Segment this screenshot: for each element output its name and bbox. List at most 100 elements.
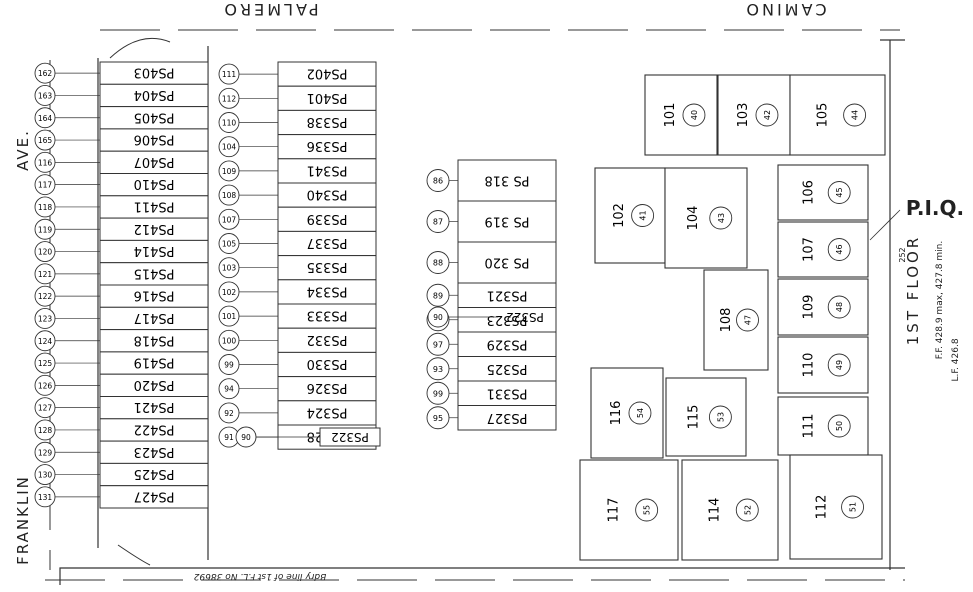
parking-stall: PS422 128 <box>34 418 209 442</box>
unit-tag: 51 <box>849 502 858 512</box>
stall-label: PS422 <box>134 421 175 436</box>
unit-number: 102 <box>612 203 627 228</box>
unit: 111 50 <box>777 396 869 456</box>
unit: 107 46 <box>777 221 869 278</box>
stall-label: PS326 <box>307 380 348 395</box>
stall-label: PS410 <box>134 176 175 191</box>
unit-number: 105 <box>815 103 830 128</box>
parking-stall: PS410 117 <box>34 173 209 197</box>
stall-number: 111 <box>222 70 237 79</box>
stall-label: PS421 <box>134 399 175 414</box>
stall-number: 117 <box>38 181 53 190</box>
unit-tag: 48 <box>835 302 844 312</box>
stall-number: 95 <box>433 414 443 423</box>
street-labels: PALMERO CAMINO AVE. FRANKLIN <box>14 0 827 565</box>
unit-tag: 52 <box>743 505 752 515</box>
unit-number: 101 <box>663 103 678 128</box>
stall-number: 107 <box>222 215 237 224</box>
parking-stall: PS341 109 <box>218 158 377 184</box>
stall-number: 101 <box>222 312 237 321</box>
unit-number: 108 <box>719 308 734 333</box>
street-palmero: PALMERO <box>221 0 318 19</box>
stall-number: 87 <box>433 218 443 227</box>
stall-label: PS416 <box>134 288 175 303</box>
stall-number: 91 <box>224 433 234 442</box>
stall-label: PS 318 <box>484 173 529 188</box>
stall-label: PS425 <box>134 466 175 481</box>
stall-label: PS341 <box>307 162 348 177</box>
parking-stall: PS417 123 <box>34 306 209 331</box>
stall-number: 125 <box>38 359 53 368</box>
stall-label: PS419 <box>134 355 175 370</box>
stall-label: PS404 <box>134 87 175 102</box>
street-ave: AVE. <box>14 129 32 171</box>
stall-number: 128 <box>38 426 53 435</box>
stall-number: 118 <box>38 203 53 212</box>
unit-tag: 50 <box>835 421 844 431</box>
stall-label: PS423 <box>134 444 175 459</box>
stall-number: 109 <box>222 167 237 176</box>
unit-tag: 45 <box>835 187 844 197</box>
unit-tag: 41 <box>639 210 648 220</box>
stall-number: 123 <box>38 314 53 323</box>
floor-note-1: F.F. 428.9 max, 427.8 min. <box>935 241 945 359</box>
unit-number: 116 <box>609 401 624 426</box>
stall-label: PS332 <box>307 332 348 347</box>
stall-number: 131 <box>38 493 53 502</box>
stall-label: PS325 <box>487 361 528 376</box>
unit-number: 107 <box>802 237 817 262</box>
stall-number: 99 <box>224 361 234 370</box>
stall-label: PS414 <box>134 243 175 258</box>
ref-number: 252 <box>898 247 907 262</box>
stall-number: 100 <box>222 336 237 345</box>
stall-label: PS334 <box>307 283 348 298</box>
stall-label: PS417 <box>134 310 175 325</box>
unit-number: 114 <box>708 498 723 523</box>
stall-label: PS405 <box>134 109 175 124</box>
stall-number: 88 <box>433 259 443 268</box>
stall-label: PS322 <box>506 310 544 324</box>
unit-tag: 47 <box>744 315 753 325</box>
unit-number: 111 <box>802 414 817 439</box>
stall-label: PS415 <box>134 265 175 280</box>
stall-number: 110 <box>222 119 237 128</box>
stall-label: PS337 <box>307 235 348 250</box>
unit-tag: 46 <box>835 244 844 254</box>
stall-label: PS333 <box>307 308 348 323</box>
stall-number: 164 <box>38 114 53 123</box>
stall-number: 89 <box>433 291 443 300</box>
boundary-note: Bdry line of 1st F.L. No 38692 <box>193 571 326 581</box>
